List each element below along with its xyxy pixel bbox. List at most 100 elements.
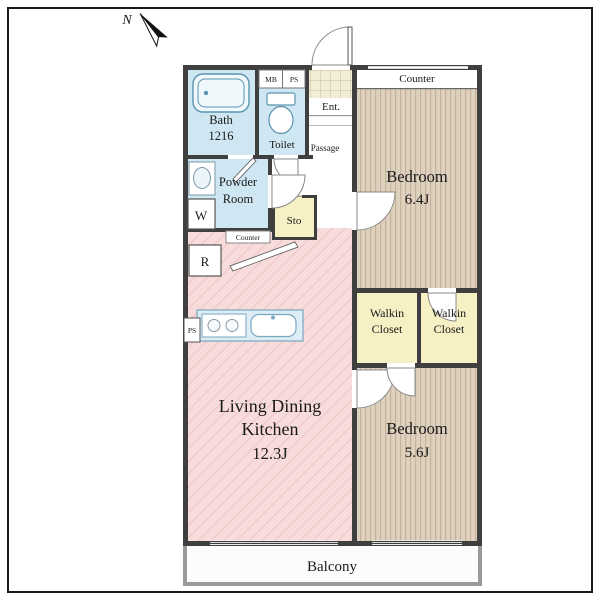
walkin-closet-2-label-2: Closet bbox=[434, 322, 465, 336]
toilet-tank-icon bbox=[266, 92, 296, 106]
wall-segment bbox=[468, 65, 482, 70]
counter-area-top bbox=[357, 70, 477, 89]
entrance-step-line bbox=[309, 115, 352, 117]
toilet-label: Toilet bbox=[269, 139, 295, 151]
pipe-space-top-label: PS bbox=[290, 75, 298, 84]
entrance-tile bbox=[309, 70, 352, 98]
storage-label: Sto bbox=[287, 215, 302, 227]
ldk-floor bbox=[188, 228, 352, 541]
counter-edge-line bbox=[357, 88, 477, 90]
refrigerator-label: R bbox=[201, 254, 210, 269]
ldk-size-label: 12.3J bbox=[252, 444, 288, 463]
separators bbox=[258, 69, 477, 126]
labels: Counter MB PS Bath 1216 Toilet Ent. Pass… bbox=[188, 73, 466, 575]
toilet-bowl-icon bbox=[268, 105, 294, 135]
bath-label: Bath bbox=[209, 113, 233, 127]
window-line bbox=[372, 542, 462, 544]
balcony-wall-segment bbox=[183, 582, 482, 586]
wall-segment bbox=[183, 65, 312, 70]
wall-segment bbox=[352, 408, 357, 541]
bedroom-1-size-label: 6.4J bbox=[405, 192, 430, 208]
wall-segment bbox=[352, 70, 357, 192]
window-line bbox=[372, 544, 462, 546]
balcony-wall-segment bbox=[183, 546, 187, 586]
entrance-step-line bbox=[309, 125, 352, 126]
washer-label: W bbox=[195, 208, 208, 223]
doors bbox=[229, 26, 457, 409]
entrance-door-leaf bbox=[347, 26, 353, 66]
window-line bbox=[372, 541, 462, 543]
balcony-label: Balcony bbox=[307, 559, 357, 575]
powder-room-label-1: Powder bbox=[219, 175, 258, 189]
compass-needle-light bbox=[139, 13, 160, 48]
ldk-label-1: Living Dining bbox=[219, 396, 322, 416]
wall-segment bbox=[305, 70, 309, 159]
wall-segment bbox=[477, 65, 482, 546]
wall-segment bbox=[253, 155, 274, 159]
bedroom-2-size-label: 5.6J bbox=[405, 445, 430, 461]
counter-top-label: Counter bbox=[399, 73, 435, 85]
walkin-closet-2-label-1: Walkin bbox=[432, 306, 466, 320]
bath-size-label: 1216 bbox=[209, 129, 234, 143]
wall-segment bbox=[302, 195, 317, 198]
walkin-closet-2-door-swing bbox=[427, 292, 457, 322]
wall-segment bbox=[268, 159, 272, 175]
page-frame bbox=[7, 7, 593, 593]
wall-segment bbox=[350, 65, 368, 70]
balcony-walls bbox=[183, 546, 482, 586]
counter-kitchen-label: Counter bbox=[236, 233, 261, 242]
window-line bbox=[210, 544, 338, 546]
wall-segment bbox=[462, 541, 482, 546]
kitchen-faucet-icon bbox=[271, 315, 275, 320]
wall-segment bbox=[417, 293, 421, 363]
window-line bbox=[368, 68, 468, 70]
stove-burner-icon bbox=[207, 319, 221, 332]
bedroom-1-floor bbox=[357, 89, 477, 288]
entrance-label: Ent. bbox=[322, 101, 340, 113]
walkin-closet-1-floor bbox=[357, 293, 417, 363]
walkin-closet-1-door-swing bbox=[386, 367, 416, 397]
wall-segment bbox=[338, 541, 372, 546]
vanity-sink-icon bbox=[193, 167, 211, 189]
bathtub-drain-icon bbox=[203, 90, 209, 96]
bathtub-inner-icon bbox=[197, 78, 245, 108]
bedroom-2-label: Bedroom bbox=[386, 419, 448, 438]
ldk-label-2: Kitchen bbox=[242, 419, 299, 439]
meter-pipe-divider bbox=[282, 70, 283, 88]
ldk-door-leaf bbox=[229, 241, 299, 272]
wall-segment bbox=[183, 228, 272, 232]
walls bbox=[183, 65, 482, 546]
kitchen-counter-box bbox=[225, 230, 271, 244]
pipe-space-left-label: PS bbox=[188, 326, 196, 335]
washer-box bbox=[187, 198, 216, 230]
powder-room-door-swing bbox=[271, 174, 306, 209]
window-line bbox=[368, 65, 468, 67]
powder-room-label-2: Room bbox=[223, 192, 254, 206]
wall-segment bbox=[352, 288, 428, 293]
wall-segment bbox=[415, 363, 482, 368]
bathtub-icon bbox=[192, 73, 250, 113]
wall-segment bbox=[272, 195, 275, 240]
wall-segment bbox=[352, 363, 387, 368]
walkin-closet-1-label-2: Closet bbox=[372, 322, 403, 336]
wall-segment bbox=[352, 230, 357, 370]
pipe-space-left-box bbox=[183, 317, 201, 343]
bedroom-1-door-swing bbox=[356, 191, 396, 231]
bath-door-leaf bbox=[232, 157, 257, 183]
wall-segment bbox=[183, 541, 210, 546]
fixtures bbox=[183, 73, 304, 343]
meter-box-label: MB bbox=[265, 75, 277, 84]
passage-label: Passage bbox=[311, 143, 340, 153]
bedroom-1-label: Bedroom bbox=[386, 167, 448, 186]
wall-segment bbox=[183, 65, 188, 546]
wall-segment bbox=[456, 288, 482, 293]
stove-burner-icon bbox=[225, 319, 239, 332]
windows bbox=[210, 64, 468, 547]
balcony-floor bbox=[183, 546, 482, 586]
kitchen-sink-icon bbox=[250, 313, 297, 338]
balcony-wall-segment bbox=[478, 546, 482, 586]
window-line bbox=[210, 541, 338, 543]
wall-segment bbox=[314, 195, 317, 240]
